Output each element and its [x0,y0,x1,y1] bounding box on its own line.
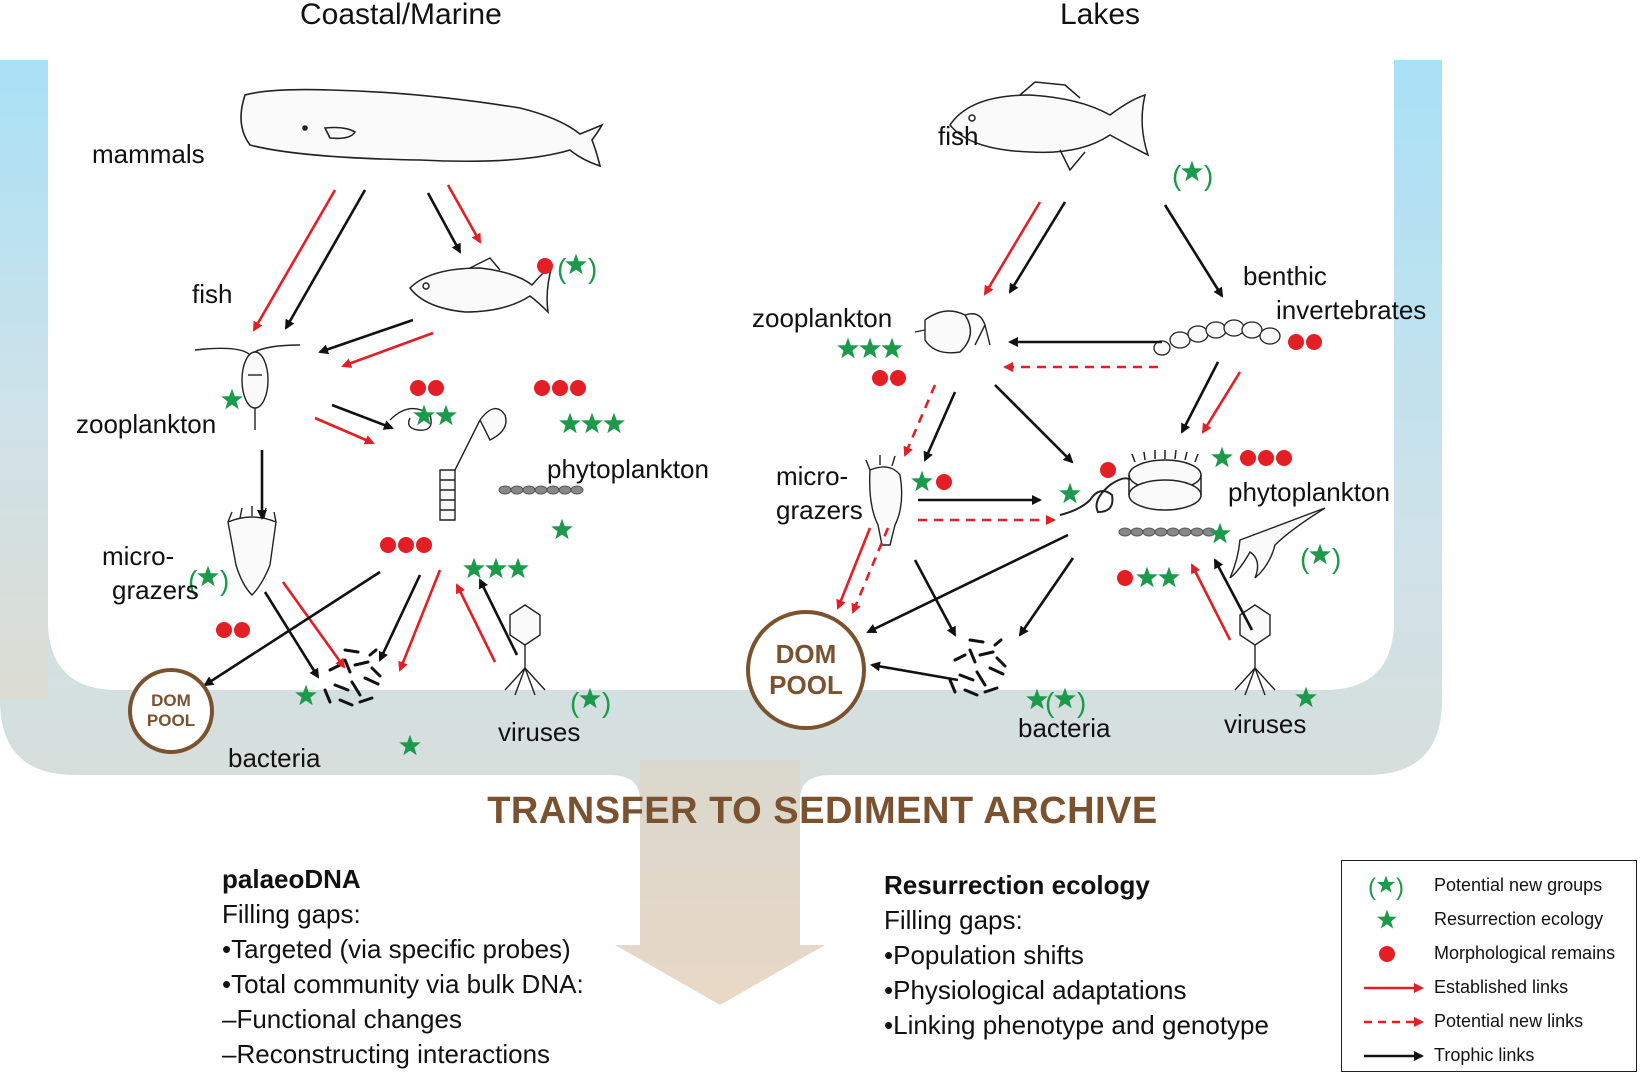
marine-phyto-filament-drawing [389,407,507,521]
marine-mammals-label: mammals [92,139,205,169]
legend-label: Established links [1434,977,1569,997]
lake-virus-drawing [1234,604,1276,696]
marine-bacteria-label: bacteria [228,743,321,773]
red-dot-icon [1379,946,1395,962]
marine-bacteria-drawing [323,648,382,707]
palaeodna-line: Filling gaps: [222,899,361,929]
red-dashed-arrow-icon [1364,1017,1424,1027]
lake-dom-pool: DOM POOL [746,610,866,730]
evidence-markers: ( ) ( ) ( ) ( ) [188,160,1341,756]
resurrection-line: •Physiological adaptations [884,975,1187,1005]
legend-row-morphological: Morphological remains [1342,937,1638,971]
lake-viruses-label: viruses [1224,709,1307,739]
water-column-background [0,60,1442,940]
marine-viruses-label: viruses [498,717,581,747]
palaeodna-block: palaeoDNA Filling gaps: •Targeted (via s… [222,862,584,1072]
svg-text:(: ( [1172,160,1182,191]
svg-text:(: ( [188,565,198,596]
legend-row-resurrection: Resurrection ecology [1342,903,1638,937]
marine-virus-drawing [504,604,546,696]
marine-dom-line-2: POOL [146,711,196,730]
legend-label: Trophic links [1434,1045,1535,1065]
lake-phyto-chain-drawing [1118,527,1216,537]
palaeodna-line: •Targeted (via specific probes) [222,934,571,964]
svg-text:(: ( [1045,687,1055,718]
svg-text:(: ( [1368,874,1376,901]
svg-text:): ) [588,253,597,284]
lake-links [836,201,1254,682]
bracketed-star-icon: ( ) [1368,874,1404,901]
lake-phytoplankton-label: phytoplankton [1228,477,1390,507]
marine-zooplankton-label: zooplankton [76,409,217,439]
marine-links [203,184,519,687]
lake-fish-label: fish [938,121,979,151]
lake-daphnia-drawing [914,310,991,354]
resurrection-block: Resurrection ecology Filling gaps: •Popu… [884,868,1269,1043]
lake-rotifer-drawing [865,455,903,546]
lake-diatom-drawing [1128,449,1202,511]
sediment-transfer-funnel [615,760,825,1005]
svg-text:(: ( [1300,543,1310,574]
legend-row-trophic: Trophic links [1342,1039,1638,1073]
lake-benthic-label-1: benthic [1243,261,1327,291]
lakes-panel-title: Lakes [1060,0,1141,31]
red-arrow-icon [1364,983,1424,993]
marine-micrograzers-label-2: grazers [112,575,199,605]
svg-text:): ) [1077,687,1086,718]
palaeodna-line: –Reconstructing interactions [222,1039,551,1069]
lake-bacteria-label: bacteria [1018,713,1111,743]
lake-bacteria-drawing [948,638,1007,697]
black-arrow-icon [1364,1051,1424,1061]
legend-label: Resurrection ecology [1434,909,1604,929]
svg-text:(: ( [557,253,567,284]
marine-panel-title: Coastal/Marine [300,0,502,31]
lake-ceratium-drawing [1229,507,1326,579]
svg-text:): ) [602,687,611,718]
svg-text:): ) [220,565,229,596]
marine-dom-pool: DOM POOL [128,668,214,754]
marine-fish-drawing [409,257,554,315]
resurrection-line: Filling gaps: [884,905,1023,935]
lake-benthic-label-2: invertebrates [1276,295,1427,325]
marine-phytoplankton-label: phytoplankton [547,454,709,484]
svg-text:): ) [1204,160,1213,191]
lake-fish-drawing [949,81,1150,172]
sediment-archive-banner: TRANSFER TO SEDIMENT ARCHIVE [487,790,1158,832]
lake-micrograzers-label-2: grazers [776,495,863,525]
marine-phyto-chain-drawing [498,485,584,495]
legend: ( ) Potential new groups Resurrection ec… [1341,860,1637,1072]
svg-text:): ) [1332,543,1341,574]
svg-text:(: ( [570,687,580,718]
svg-text:): ) [1396,874,1404,901]
legend-label: Morphological remains [1434,943,1616,963]
whale-drawing [240,88,604,168]
resurrection-heading: Resurrection ecology [884,870,1150,900]
palaeodna-line: –Functional changes [222,1004,462,1034]
legend-row-potential-links: Potential new links [1342,1005,1638,1039]
lake-zooplankton-label: zooplankton [752,303,893,333]
resurrection-line: •Linking phenotype and genotype [884,1010,1269,1040]
legend-row-potential-groups: ( ) Potential new groups [1342,869,1638,903]
legend-label: Potential new groups [1434,875,1603,895]
marine-dom-line-1: DOM [151,691,191,710]
legend-label: Potential new links [1434,1011,1584,1031]
marine-fish-label: fish [192,279,233,309]
lake-filament-drawing [1059,477,1131,516]
resurrection-line: •Population shifts [884,940,1084,970]
palaeodna-line: •Total community via bulk DNA: [222,969,584,999]
lake-dom-line-1: DOM [775,639,837,669]
star-icon [1377,909,1397,929]
lake-micrograzers-label-1: micro- [776,461,849,491]
lake-dom-line-2: POOL [769,670,843,700]
chironomid-larva-drawing [1153,319,1281,356]
palaeodna-heading: palaeoDNA [222,864,361,894]
legend-row-established: Established links [1342,971,1638,1005]
marine-copepod-drawing [194,344,301,430]
marine-micrograzers-label-1: micro- [102,541,175,571]
